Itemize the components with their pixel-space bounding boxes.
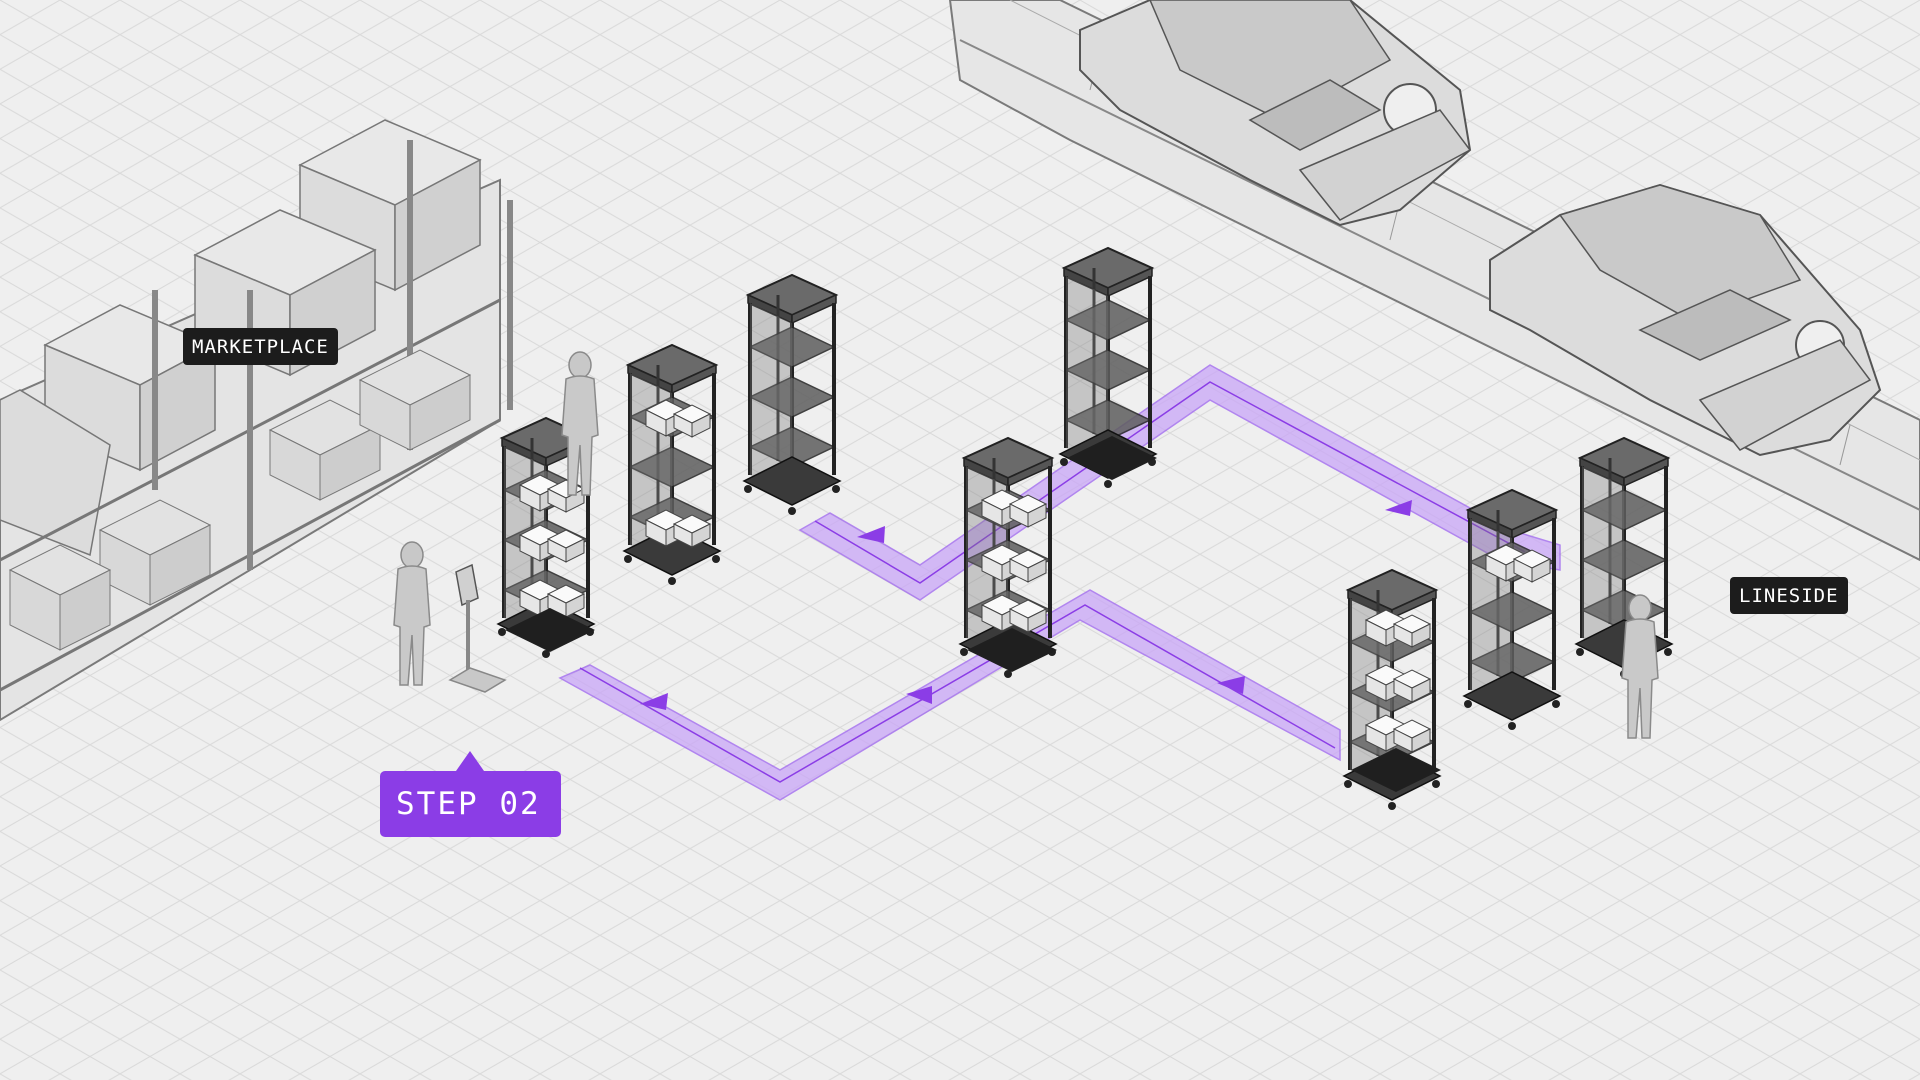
direction-arrow-icon — [640, 500, 1412, 710]
car-body-icon — [1489, 183, 1882, 457]
storage-rack-icon — [0, 119, 513, 722]
amr-robot-icon — [505, 436, 1441, 792]
step-label: STEP 02 — [396, 786, 541, 822]
marketplace-label: MARKETPLACE — [183, 328, 338, 365]
tablet-kiosk-icon — [448, 563, 507, 693]
lineside-label: LINESIDE — [1730, 577, 1848, 614]
step-callout: STEP 02 — [380, 751, 561, 837]
callout-pointer — [456, 751, 484, 771]
car-body-icon — [1079, 0, 1472, 227]
